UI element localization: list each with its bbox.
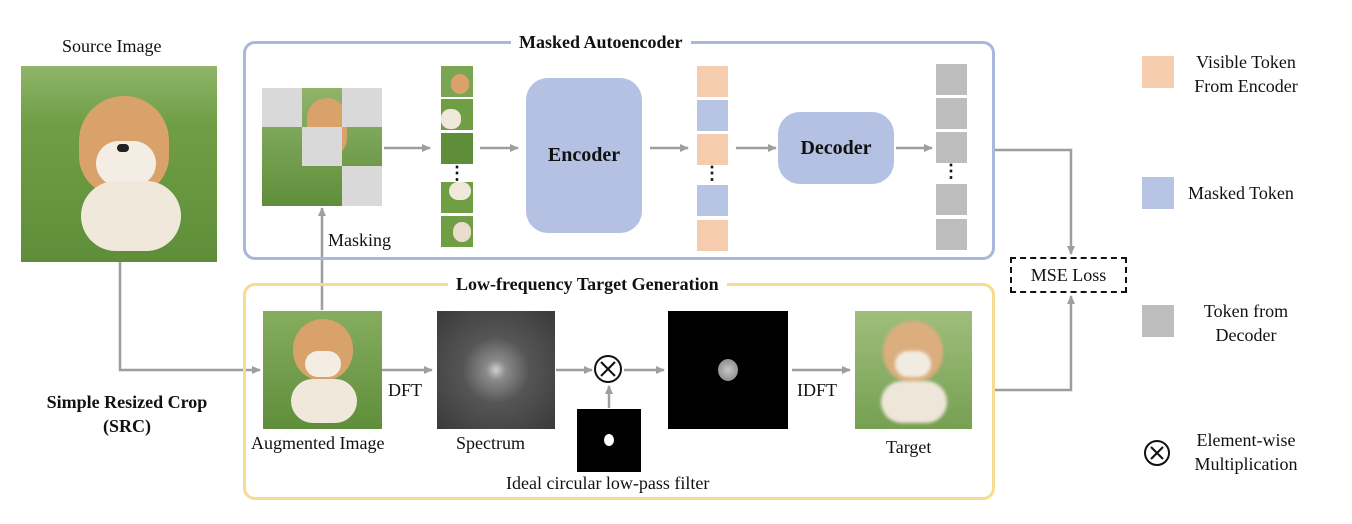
- legend-masked-label: Masked Token: [1188, 183, 1294, 203]
- decoder-block: Decoder: [778, 112, 894, 184]
- target-image: [855, 311, 972, 429]
- mse-loss-box: MSE Loss: [1010, 257, 1127, 293]
- augmented-image-label: Augmented Image: [251, 433, 385, 453]
- source-image-label: Source Image: [62, 36, 162, 56]
- legend-multiply-icon: [1144, 440, 1170, 466]
- decoder-token: [936, 184, 967, 215]
- multiply-icon: [594, 355, 622, 383]
- patch: [441, 133, 473, 164]
- legend-masked-swatch: [1142, 177, 1174, 209]
- patch: [441, 216, 473, 247]
- target-to-mse-arrow: [995, 295, 1075, 392]
- spectrum-image: [437, 311, 555, 429]
- encoder-block: Encoder: [526, 78, 642, 233]
- low-frequency-title: Low-frequency Target Generation: [448, 274, 727, 295]
- legend-decoder-label-2: Decoder: [1215, 325, 1277, 345]
- idft-label: IDFT: [797, 380, 837, 400]
- target-label: Target: [886, 437, 932, 457]
- low-pass-filter-image: [577, 409, 641, 472]
- src-label-line1: Simple Resized Crop: [46, 392, 208, 412]
- source-image: [21, 66, 217, 262]
- visible-token: [697, 134, 728, 165]
- legend-visible-swatch: [1142, 56, 1174, 88]
- decoder-token: [936, 64, 967, 95]
- legend-visible-label-2: From Encoder: [1194, 76, 1298, 96]
- decoder-token: [936, 98, 967, 129]
- output-to-mse-arrow: [995, 148, 1075, 255]
- masked-token: [697, 100, 728, 131]
- filtered-spectrum-image: [668, 311, 788, 429]
- patch-ellipsis: ⋮: [448, 163, 466, 183]
- patch: [441, 66, 473, 97]
- src-to-augmented-arrow: [118, 262, 261, 374]
- masked-image: [262, 88, 382, 206]
- token-ellipsis: ⋮: [703, 163, 721, 183]
- decoder-token-ellipsis: ⋮: [942, 161, 960, 181]
- decoder-token: [936, 219, 967, 250]
- visible-token: [697, 220, 728, 251]
- spectrum-label: Spectrum: [456, 433, 525, 453]
- masked-token: [697, 185, 728, 216]
- legend-multiply-label-1: Element-wise: [1196, 430, 1296, 450]
- legend-decoder-label-1: Token from: [1203, 301, 1289, 321]
- legend-visible-label-1: Visible Token: [1196, 52, 1296, 72]
- low-pass-filter-label: Ideal circular low-pass filter: [506, 473, 710, 493]
- augmented-image: [263, 311, 382, 429]
- patch: [441, 99, 473, 130]
- masking-label: Masking: [328, 230, 391, 250]
- dft-label: DFT: [388, 380, 423, 400]
- src-label-line2: (SRC): [103, 416, 151, 436]
- masked-autoencoder-title: Masked Autoencoder: [511, 32, 691, 53]
- decoder-token: [936, 132, 967, 163]
- visible-token: [697, 66, 728, 97]
- legend-multiply-label-2: Multiplication: [1194, 454, 1298, 474]
- patch: [441, 182, 473, 213]
- legend-decoder-swatch: [1142, 305, 1174, 337]
